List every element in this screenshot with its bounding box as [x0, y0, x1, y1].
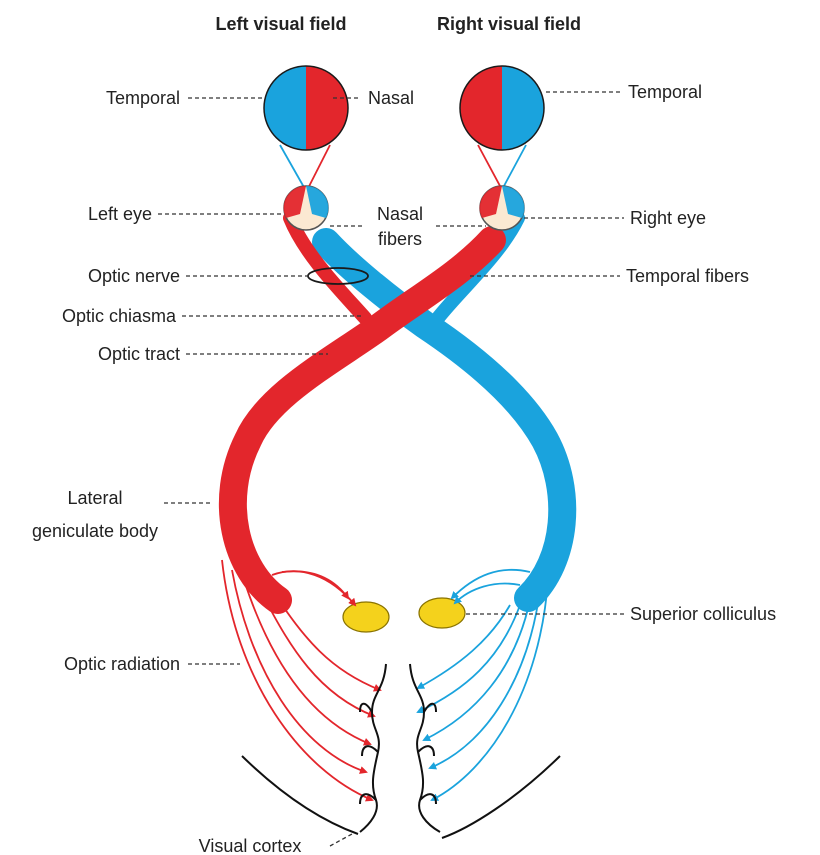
superior-colliculus-label: Superior colliculus — [630, 604, 776, 624]
nasal-fibers-label-line2: fibers — [378, 229, 422, 249]
optic-nerve-label: Optic nerve — [88, 266, 180, 286]
visual-cortex-label: Visual cortex — [199, 836, 302, 855]
right-visual-field-circle — [460, 66, 544, 150]
right-eyeball — [480, 186, 525, 230]
left-eyeball — [284, 186, 329, 230]
right-visual-field-title: Right visual field — [437, 14, 581, 34]
right-eye-label: Right eye — [630, 208, 706, 228]
left-superior-colliculus — [343, 602, 389, 632]
optic-chiasma-label: Optic chiasma — [62, 306, 177, 326]
red-optic-radiation — [222, 560, 380, 800]
optic-tract-label: Optic tract — [98, 344, 180, 364]
visual-cortex-outline — [242, 664, 560, 838]
left-eye-label: Left eye — [88, 204, 152, 224]
left-visual-field-circle — [264, 66, 348, 150]
temporal-left-label: Temporal — [106, 88, 180, 108]
temporal-fibers-label: Temporal fibers — [626, 266, 749, 286]
left-visual-field-title: Left visual field — [215, 14, 346, 34]
right-superior-colliculus — [419, 598, 465, 628]
nasal-label: Nasal — [368, 88, 414, 108]
optic-radiation-label: Optic radiation — [64, 654, 180, 674]
lgb-label-line2: geniculate body — [32, 521, 158, 541]
nasal-fibers-label-line1: Nasal — [377, 204, 423, 224]
lgb-label-line1: Lateral — [67, 488, 122, 508]
temporal-right-label: Temporal — [628, 82, 702, 102]
